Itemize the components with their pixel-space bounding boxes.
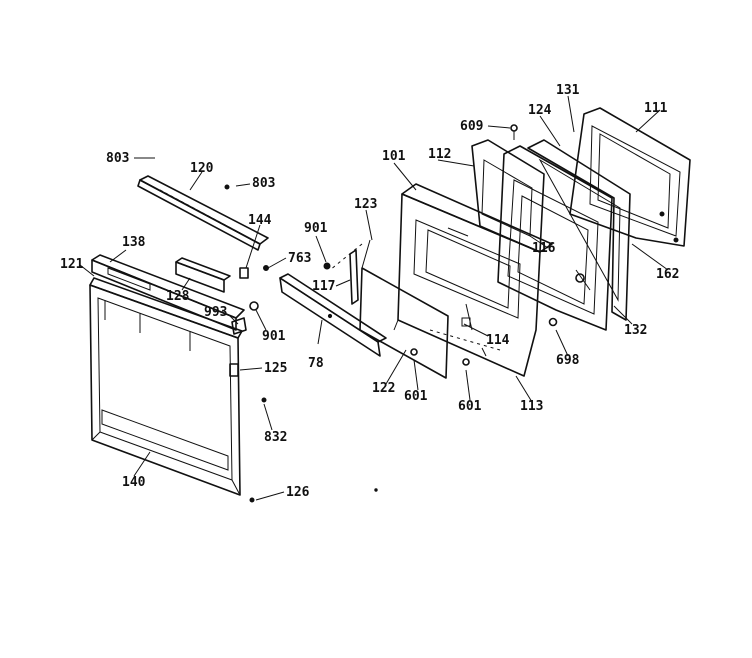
label-125: 125 [264, 361, 287, 376]
label-111: 111 [644, 101, 668, 116]
vent-strip [137, 175, 269, 251]
label-138: 138 [122, 235, 146, 250]
label-832: 832 [264, 430, 287, 445]
handle-panel [279, 273, 387, 357]
label-126: 126 [286, 485, 310, 500]
label-122: 122 [372, 381, 395, 396]
label-993: 993 [204, 305, 227, 320]
label-112: 112 [428, 147, 451, 162]
label-162: 162 [656, 267, 679, 282]
label-113: 113 [520, 399, 543, 414]
label-803-b: 803 [252, 176, 275, 191]
inner-door [393, 183, 553, 377]
label-901-b: 901 [304, 221, 328, 236]
insulation-strip [323, 249, 359, 305]
label-123: 123 [354, 197, 377, 212]
label-114: 114 [486, 333, 510, 348]
label-121: 121 [60, 257, 84, 272]
label-78: 78 [308, 356, 324, 371]
label-116: 116 [532, 241, 556, 256]
insulation-pad [359, 239, 449, 379]
label-601-a: 601 [404, 389, 428, 404]
door-trim [91, 254, 245, 331]
label-698: 698 [556, 353, 580, 368]
label-901-a: 901 [262, 329, 286, 344]
glass-layers [497, 139, 631, 331]
label-128: 128 [166, 289, 190, 304]
label-803-a: 803 [106, 151, 129, 166]
label-124: 124 [528, 103, 552, 118]
label-117: 117 [312, 279, 335, 294]
bracket [175, 257, 231, 293]
label-132: 132 [624, 323, 647, 338]
outer-glass-frame [569, 107, 691, 247]
screws [374, 124, 558, 492]
label-144: 144 [248, 213, 272, 228]
label-120: 120 [190, 161, 214, 176]
label-101: 101 [382, 149, 406, 164]
label-609: 609 [460, 119, 483, 134]
label-140: 140 [122, 475, 146, 490]
outer-door-panel [89, 277, 243, 496]
leader-lines [79, 95, 669, 501]
label-763: 763 [288, 251, 311, 266]
part-labels: 803 120 803 138 121 128 144 763 993 901 … [60, 83, 679, 500]
label-131: 131 [556, 83, 580, 98]
label-601-b: 601 [458, 399, 482, 414]
